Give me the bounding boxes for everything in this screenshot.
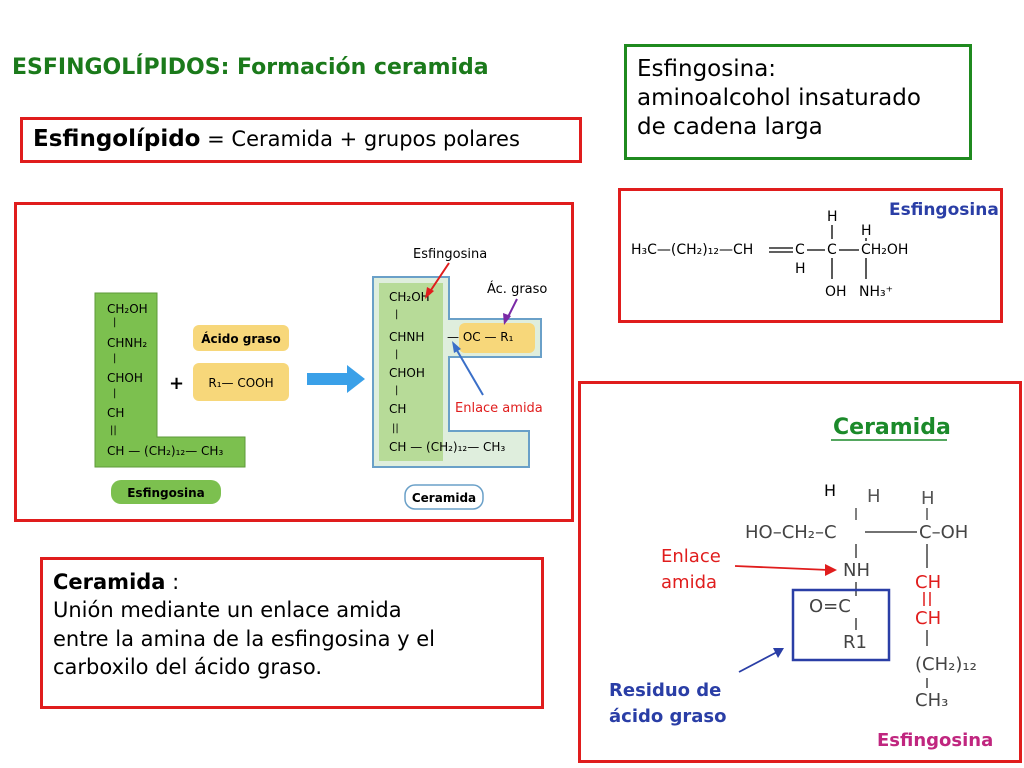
sph-label: Esfingosina: [127, 486, 205, 500]
cer-line-8: CH — (CH₂)₁₂— CH₃: [389, 440, 505, 454]
definition-rest: = Ceramida + grupos polares: [200, 127, 520, 151]
cer-c-right: C–OH: [919, 522, 968, 543]
plus-sign: +: [169, 373, 184, 394]
ann-enlace-arrow: [454, 346, 484, 396]
ann-enlace: Enlace amida: [455, 401, 543, 416]
sphingosine-definition-box: Esfingosina: aminoalcohol insaturado de …: [624, 44, 972, 160]
cer-line-1: |: [395, 309, 398, 320]
cer-residuo-arrowhead: [773, 648, 784, 658]
ann-esfingosina: Esfingosina: [413, 247, 487, 262]
cer-ch2-12: (CH₂)₁₂: [915, 654, 977, 675]
cer-ho-ch2: HO–CH₂–C: [745, 522, 837, 543]
ceramide-text2: entre la amina de la esfingosina y el: [53, 626, 435, 651]
reaction-arrow: [307, 365, 365, 393]
sph-line-8: CH — (CH₂)₁₂— CH₃: [107, 444, 223, 458]
sph-label-pill: [111, 480, 221, 504]
definition-box: Esfingolípido = Ceramida + grupos polare…: [20, 117, 582, 163]
ceramide-acyl-part: [459, 323, 535, 353]
cer-h-mid: H: [867, 486, 881, 507]
ceramide-structure-svg: Ceramida H H H HO–CH₂–C C–OH NH O=C R1 C…: [609, 415, 993, 751]
sph-def-line1: Esfingosina:: [637, 56, 777, 82]
cer-line-0: CH₂OH: [389, 290, 430, 304]
cer-label: Ceramida: [412, 491, 476, 505]
sph-line-1: |: [113, 317, 116, 328]
cer-line-3: |: [395, 349, 398, 360]
ann-acgraso: Ác. graso: [487, 281, 547, 297]
cer-line-4: CHOH: [389, 366, 425, 380]
sph-line-3: |: [113, 353, 116, 364]
cer-co: O=C: [809, 596, 851, 617]
sph-formula-c2: C: [827, 242, 837, 258]
cer-enlace2: amida: [661, 572, 717, 593]
acid-formula-box: [193, 363, 289, 401]
cer-line-5: |: [395, 385, 398, 396]
sph-formula-ch2oh: CH₂OH: [861, 242, 908, 258]
cer-r1: R1: [843, 632, 867, 653]
sph-formula-chain: H₃C—(CH₂)₁₂—CH: [631, 242, 753, 258]
sph-line-7: ||: [110, 425, 117, 436]
cer-nh: NH: [843, 560, 870, 581]
ann-esfingosina-arrow: [428, 262, 450, 294]
cer-struct-title: Ceramida: [833, 415, 951, 440]
sphingosine-formula-box: Esfingosina H₃C—(CH₂)₁₂—CH C C CH₂OH H H…: [618, 188, 1003, 323]
acyl-residue-box: [791, 588, 891, 662]
sph-def-line2: aminoalcohol insaturado: [637, 84, 921, 111]
sph-formula-label: Esfingosina: [889, 200, 999, 220]
cer-h-right: H: [921, 488, 935, 509]
cer-enlace1: Enlace: [661, 546, 721, 567]
ceramide-sph-part: [379, 283, 443, 461]
ceramide-term: Ceramida: [53, 570, 166, 594]
ann-acgraso-arrowhead: [503, 313, 511, 325]
sph-formula-h-top1: H: [827, 209, 838, 225]
sph-formula-h-top2: H: [861, 223, 872, 239]
cer-residuo-arrow: [738, 651, 778, 673]
ann-enlace-arrowhead: [452, 341, 461, 353]
cer-acyl: — OC — R₁: [447, 330, 514, 344]
ann-esfingosina-arrowhead: [425, 287, 434, 299]
ceramide-text3: carboxilo del ácido graso.: [53, 655, 322, 680]
ceramide-text1: Unión mediante un enlace amida: [53, 598, 402, 623]
sph-line-0: CH₂OH: [107, 302, 148, 316]
page-title: ESFINGOLÍPIDOS: Formación ceramida: [12, 55, 489, 80]
sph-line-2: CHNH₂: [107, 336, 147, 350]
ceramide-colon: :: [165, 570, 180, 594]
acid-formula: R₁— COOH: [208, 376, 273, 390]
sph-line-4: CHOH: [107, 371, 143, 385]
sph-def-line3: de cadena larga: [637, 113, 823, 140]
definition-term: Esfingolípido: [33, 126, 201, 152]
cer-residuo2: ácido graso: [609, 706, 727, 727]
sphingosine-formula-svg: Esfingosina H₃C—(CH₂)₁₂—CH C C CH₂OH H H…: [631, 200, 999, 300]
cer-ch3: CH₃: [915, 690, 948, 711]
cer-ch1: CH: [915, 572, 941, 593]
sph-formula-oh: OH: [825, 284, 847, 300]
reaction-diagram-box: CH₂OH | CHNH₂ | CHOH | CH || CH — (CH₂)₁…: [14, 202, 574, 522]
cer-ch2: CH: [915, 608, 941, 629]
acid-label: Ácido graso: [201, 331, 281, 346]
sphingosine-shape: [94, 292, 246, 468]
cer-esfingosina: Esfingosina: [877, 730, 993, 751]
reaction-diagram-svg: CH₂OH | CHNH₂ | CHOH | CH || CH — (CH₂)₁…: [94, 247, 547, 510]
ceramide-structure-box: Ceramida H H H HO–CH₂–C C–OH NH O=C R1 C…: [578, 381, 1022, 763]
sph-formula-c1: C: [795, 242, 805, 258]
cer-label-pill: [404, 484, 484, 510]
cer-line-2: CHNH: [389, 330, 424, 344]
cer-residuo1: Residuo de: [609, 680, 721, 701]
cer-h-left: H: [824, 481, 836, 500]
cer-enlace-arrow: [734, 565, 830, 571]
acid-label-box: [193, 325, 289, 351]
cer-enlace-arrowhead: [825, 564, 837, 576]
sph-formula-nh3: NH₃⁺: [859, 284, 893, 300]
cer-line-7: ||: [392, 423, 399, 434]
sph-line-5: |: [113, 388, 116, 399]
ceramide-definition-box: Ceramida : Unión mediante un enlace amid…: [40, 557, 544, 709]
sph-formula-h-bottom: H: [795, 261, 806, 277]
sph-line-6: CH: [107, 406, 124, 420]
cer-line-6: CH: [389, 402, 406, 416]
